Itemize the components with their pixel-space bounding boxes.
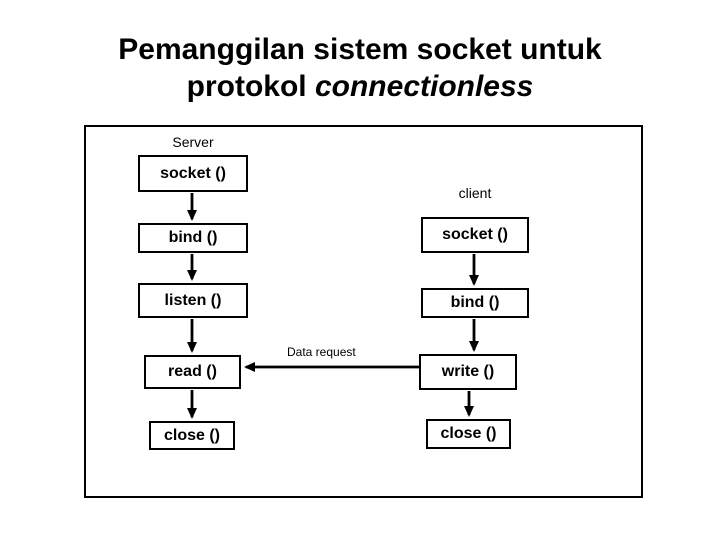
server-close-box: close () [149,421,235,450]
client-column-label: client [458,185,492,201]
server-bind-box: bind () [138,223,248,253]
title-line-2-italic: connectionless [314,70,534,103]
server-column-label: Server [172,134,214,150]
server-socket-box: socket () [138,155,248,192]
title-line-2-prefix: protokol [186,70,307,103]
slide-title: Pemanggilan sistem socket untuk protokol… [0,31,720,105]
data-request-arrow-label: Data request [287,345,356,359]
title-line-1: Pemanggilan sistem socket untuk [118,33,602,66]
client-socket-box: socket () [421,217,529,253]
server-listen-box: listen () [138,283,248,318]
client-write-box: write () [419,354,517,390]
client-close-box: close () [426,419,511,449]
client-bind-box: bind () [421,288,529,318]
title-line-2: protokol connectionless [0,68,720,105]
server-read-box: read () [144,355,241,389]
